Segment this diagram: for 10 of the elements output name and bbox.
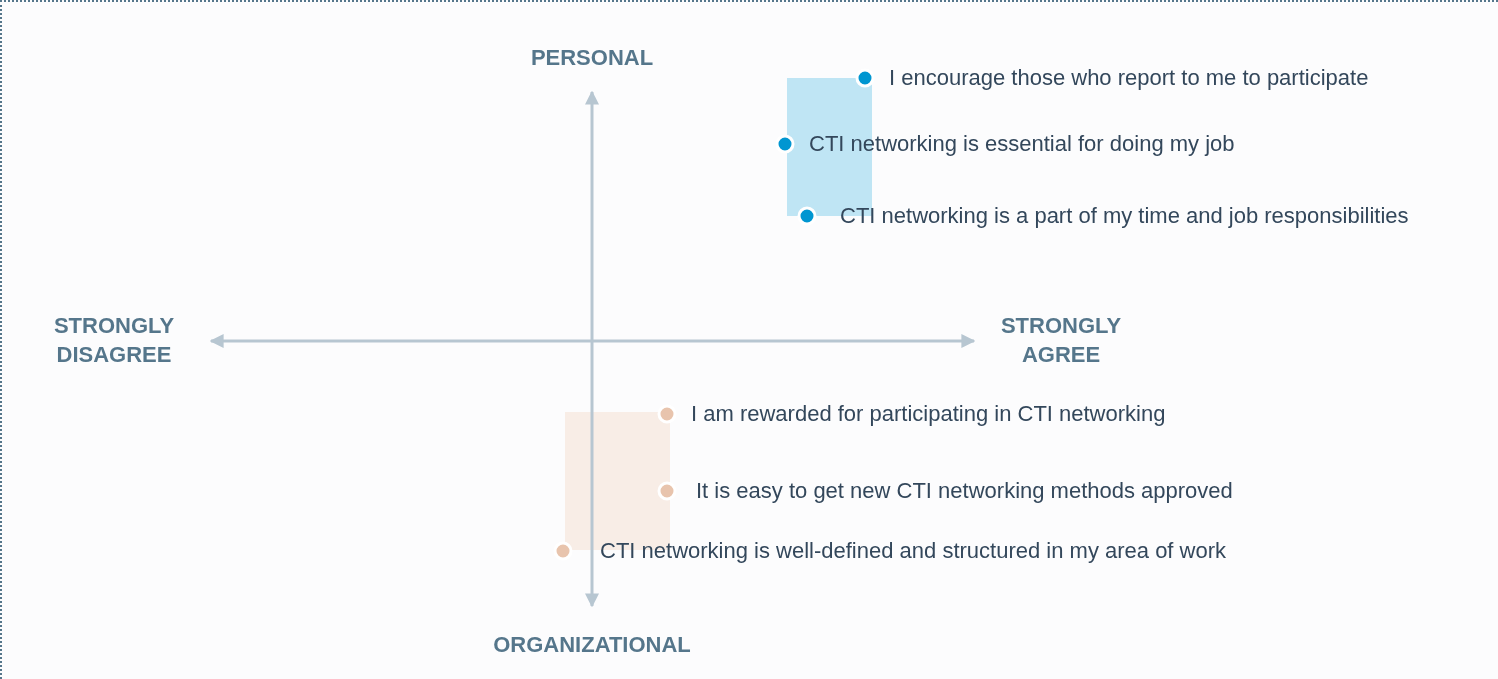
axis-label: STRONGLY AGREE [999, 312, 1123, 369]
statement-label: CTI networking is a part of my time and job responsibilities [840, 203, 1409, 229]
statement-label: It is easy to get new CTI networking methods approved [696, 478, 1233, 504]
axis-label: PERSONAL [530, 43, 654, 72]
axis-label: STRONGLY DISAGREE [52, 312, 176, 369]
statement-label: I am rewarded for participating in CTI networking [691, 401, 1166, 427]
statement-label: CTI networking is essential for doing my job [809, 131, 1235, 157]
statement-label: CTI networking is well-defined and structured in my area of work [600, 538, 1227, 564]
axis-label: ORGANIZATIONAL [493, 630, 691, 659]
statement-label: I encourage those who report to me to participate [889, 65, 1369, 91]
